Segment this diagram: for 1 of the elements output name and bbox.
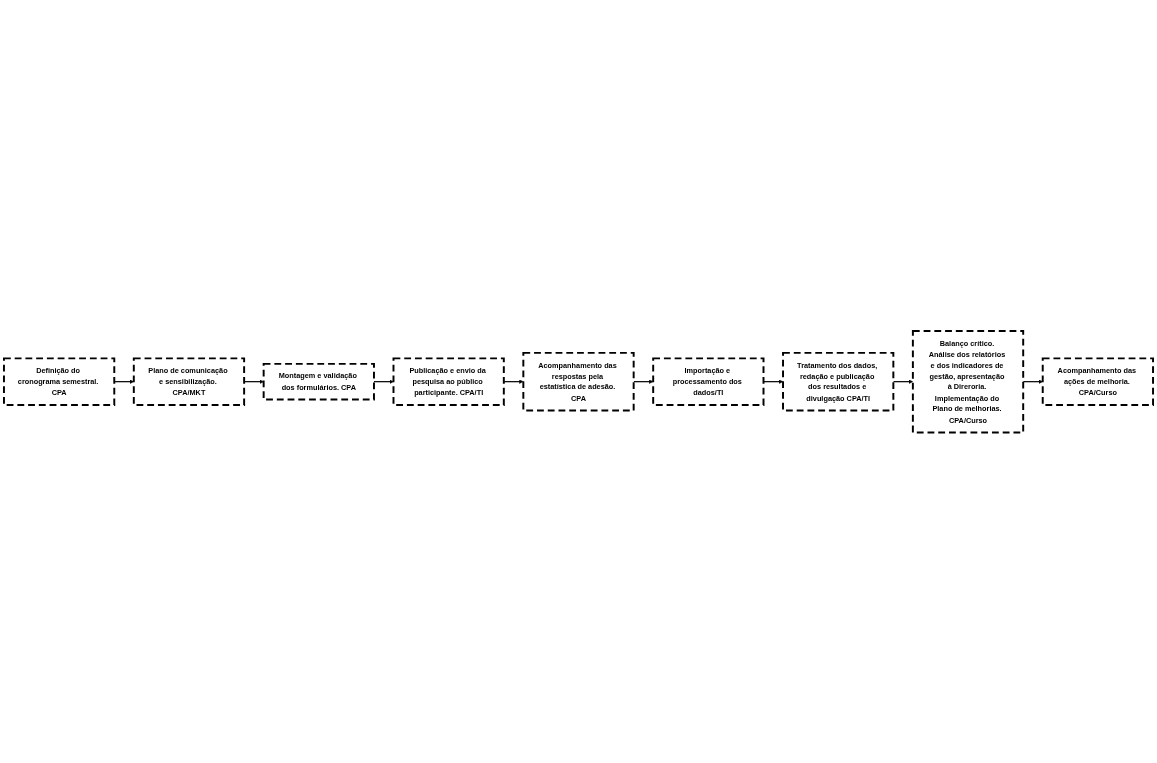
arrow bbox=[373, 379, 394, 384]
